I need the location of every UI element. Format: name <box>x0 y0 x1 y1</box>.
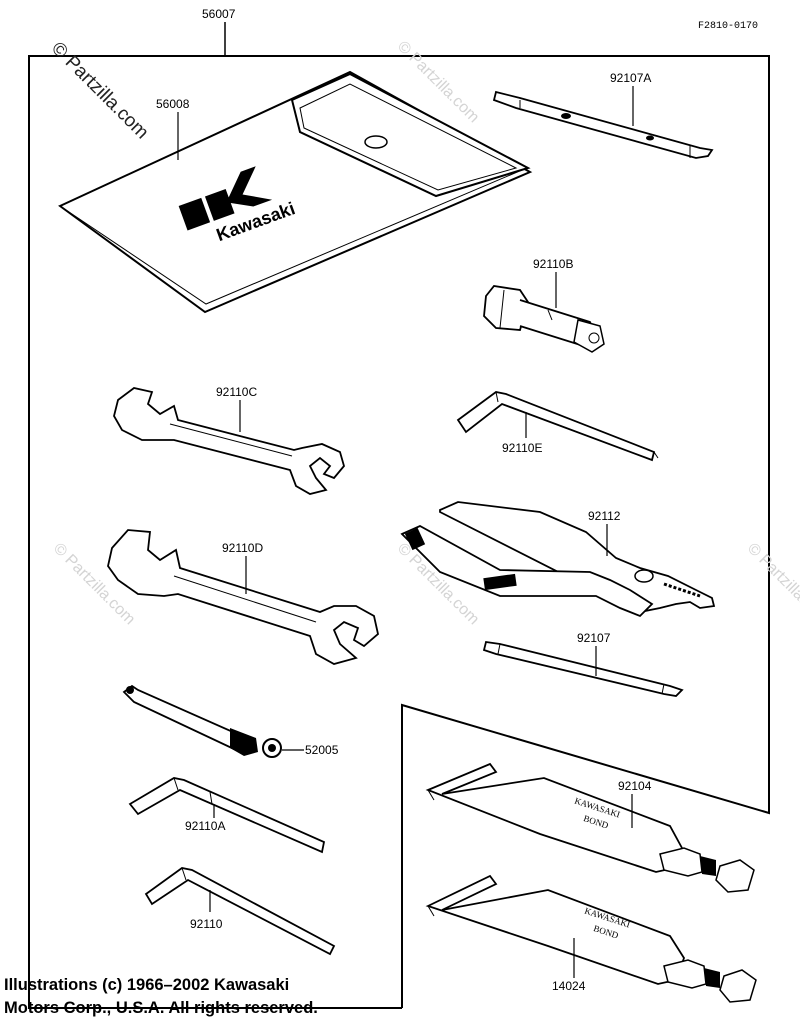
copyright-line-1: Illustrations (c) 1966–2002 Kawasaki <box>4 976 290 994</box>
part-number-56008[interactable]: 56008 <box>156 97 190 111</box>
part-number-92107a[interactable]: 92107A <box>610 71 651 85</box>
grip-52005[interactable] <box>262 738 282 758</box>
socket-wrench-92110b[interactable] <box>483 285 605 353</box>
part-number-92110[interactable]: 92110 <box>190 917 223 931</box>
screwdriver-92107[interactable] <box>482 640 684 697</box>
pliers-92112[interactable] <box>400 501 716 618</box>
figure-reference: F2810-0170 <box>698 21 758 32</box>
hex-key-92110[interactable] <box>144 867 336 956</box>
hex-key-92110a[interactable] <box>128 777 326 854</box>
part-number-56007[interactable]: 56007 <box>202 7 236 21</box>
bond-tube-92104[interactable]: KAWASAKI BOND <box>425 762 755 893</box>
part-number-92104[interactable]: 92104 <box>618 779 652 793</box>
screwdriver-92107a[interactable] <box>492 90 714 159</box>
part-number-92107[interactable]: 92107 <box>577 631 611 645</box>
bond-tube-14024[interactable]: KAWASAKI BOND <box>425 874 757 1003</box>
copyright-notice: Illustrations (c) 1966–2002 Kawasaki Mot… <box>4 974 318 1020</box>
copyright-line-2: Motors Corp., U.S.A. All rights reserved… <box>4 999 318 1017</box>
part-number-92110b[interactable]: 92110B <box>533 257 573 271</box>
kit-outline <box>28 55 770 1009</box>
hex-key-92110e[interactable] <box>456 391 659 462</box>
open-end-wrench-92110c[interactable] <box>113 387 345 495</box>
part-number-92110e[interactable]: 92110E <box>502 441 542 455</box>
part-number-92110a[interactable]: 92110A <box>185 819 225 833</box>
part-number-92110d[interactable]: 92110D <box>222 541 263 555</box>
part-number-14024[interactable]: 14024 <box>552 979 586 993</box>
open-end-wrench-92110d[interactable] <box>107 529 379 665</box>
extension-bar-with-grip[interactable] <box>122 684 258 756</box>
part-number-92112[interactable]: 92112 <box>588 509 621 523</box>
part-number-52005[interactable]: 52005 <box>305 743 339 757</box>
tool-bag[interactable]: Kawasaki <box>58 70 533 314</box>
part-number-92110c[interactable]: 92110C <box>216 385 257 399</box>
